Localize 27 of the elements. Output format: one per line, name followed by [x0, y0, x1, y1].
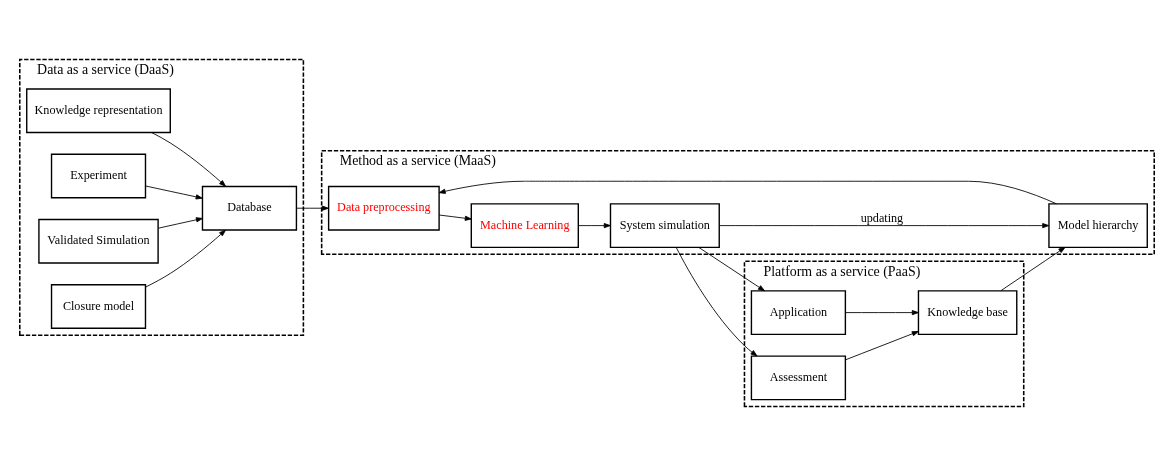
- arrow: [145, 185, 203, 200]
- arrow: [438, 214, 472, 221]
- node-box: Data preprocessing: [327, 185, 440, 231]
- node-box: Application: [750, 290, 847, 336]
- node-box: Machine Learning: [470, 203, 579, 249]
- arrow: [698, 247, 765, 292]
- arrow: [157, 217, 203, 229]
- node-box: Closure model: [50, 284, 147, 329]
- node-box: System simulation: [609, 203, 720, 249]
- arrow: [845, 331, 919, 361]
- arrow: [577, 223, 611, 229]
- arrow: [296, 205, 329, 211]
- node-box: Validated Simulation: [38, 218, 159, 264]
- node-box: Model hierarchy: [1048, 203, 1148, 249]
- arrow: [845, 310, 919, 316]
- arrow: [438, 180, 1057, 205]
- arrow: [1000, 246, 1066, 292]
- node-box: Database: [201, 185, 298, 231]
- edge-label: updating: [860, 211, 904, 226]
- arrow: [719, 223, 1050, 229]
- node-box: Knowledge representation: [26, 88, 171, 134]
- node-box: Knowledge base: [917, 290, 1018, 336]
- arrow: [151, 132, 226, 187]
- arrow: [675, 247, 758, 357]
- node-box: Experiment: [50, 153, 147, 199]
- arrow: [145, 229, 226, 288]
- node-box: Assessment: [750, 355, 847, 401]
